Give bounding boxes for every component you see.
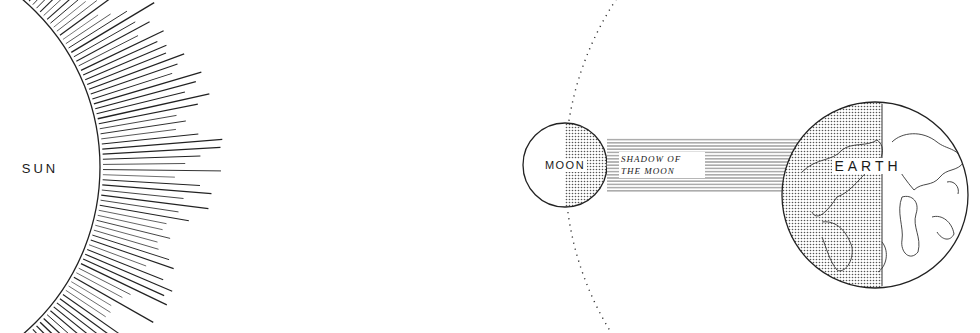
- coastline: [932, 216, 954, 239]
- sun-ray: [101, 200, 179, 212]
- sun-ray: [85, 254, 172, 291]
- sun-ray: [74, 277, 153, 322]
- earth-circle: EARTH: [782, 102, 968, 288]
- sun-ray: [99, 104, 198, 124]
- sun-ray: [33, 329, 78, 333]
- sun-ray: [103, 147, 221, 154]
- sun-ray: [99, 210, 167, 223]
- coastline: [947, 182, 958, 194]
- sun-ray: [44, 318, 104, 333]
- sun-ray: [87, 250, 163, 280]
- sun-ray: [91, 240, 174, 269]
- disc: [782, 102, 968, 288]
- sun-ray: [101, 195, 208, 209]
- coastline: [802, 140, 882, 216]
- sun-ray: [66, 290, 106, 316]
- sun-ray: [76, 273, 122, 298]
- sun-ray: [63, 295, 125, 333]
- sun-ray: [89, 54, 184, 89]
- terminator: [882, 104, 883, 286]
- sun-ray: [103, 156, 201, 159]
- coastline: [822, 222, 852, 271]
- node-label: EARTH: [832, 158, 903, 174]
- sun-ray: [57, 1, 97, 32]
- node-label: SHADOW OF THE MOON: [619, 152, 705, 178]
- node-label: MOON: [543, 159, 587, 172]
- earth-circle-shape: [782, 102, 968, 288]
- sun-ray: [87, 53, 166, 84]
- sun-ray: [89, 245, 146, 266]
- coastline: [878, 242, 886, 272]
- moon-circle: MOON: [523, 123, 607, 207]
- sun-ray: [81, 264, 167, 305]
- sun-ray: [54, 1, 86, 27]
- sun-ray: [92, 73, 172, 99]
- sun-ray: [101, 121, 186, 134]
- night-side: [782, 102, 882, 288]
- shadow-hatching: [607, 138, 810, 192]
- node-label: SUN: [22, 162, 58, 175]
- continents: [802, 134, 964, 272]
- sun-ray: [95, 82, 196, 109]
- sun-ray: [103, 170, 221, 171]
- shadow-band: SHADOW OF THE MOON: [607, 138, 810, 192]
- sun-ray: [47, 315, 95, 333]
- sun-ray: [54, 307, 114, 333]
- sun-ray: [103, 180, 200, 186]
- sun-ray: [103, 163, 185, 165]
- moon-orbit: [565, 0, 980, 333]
- sun-ray: [40, 322, 104, 333]
- sun-ray: [50, 311, 106, 333]
- sun-ray: [37, 0, 79, 8]
- sun-ray: [102, 185, 211, 194]
- sun-ray: [69, 286, 111, 312]
- sun-ray: [71, 3, 154, 53]
- sun-ray: [29, 0, 71, 1]
- sun-ray: [60, 0, 130, 35]
- sun-ray: [85, 45, 166, 80]
- sun-ray: [37, 326, 92, 333]
- sun-ray: [71, 282, 111, 306]
- sun-ray: [103, 175, 175, 177]
- sun-ray: [74, 22, 135, 57]
- outline: [782, 102, 968, 288]
- sun-ray: [98, 94, 210, 119]
- sun-ray: [57, 303, 116, 333]
- sun-circle: SUN: [0, 0, 100, 333]
- disc: [523, 123, 607, 207]
- disc: [0, 0, 100, 333]
- sun-ray: [102, 139, 222, 149]
- outline: [523, 123, 607, 207]
- sun-ray: [83, 41, 157, 75]
- sun-ray: [100, 115, 177, 128]
- coastline: [900, 196, 919, 256]
- outline: [0, 0, 100, 333]
- sun-ray: [63, 15, 98, 40]
- sun-ray: [98, 215, 163, 229]
- sun-ray: [69, 11, 127, 48]
- sun-ray: [40, 0, 90, 12]
